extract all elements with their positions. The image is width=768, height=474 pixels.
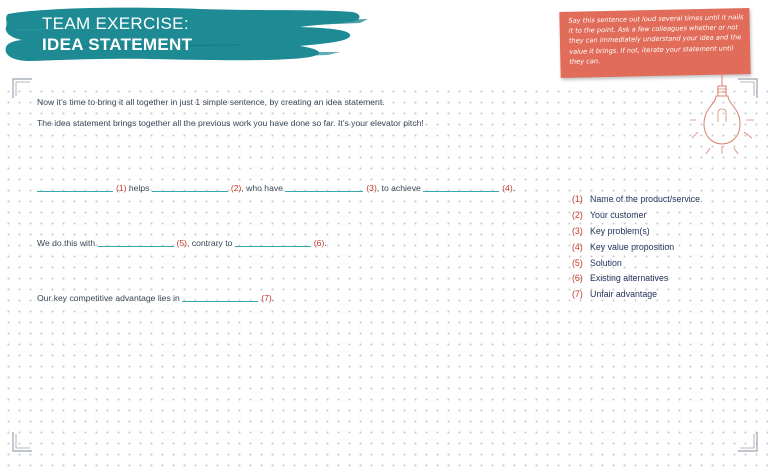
page-title: TEAM EXERCISE: IDEA STATEMENT <box>42 15 192 53</box>
sentence-text: helps <box>126 183 152 193</box>
legend-label: Key value proposition <box>590 241 675 252</box>
marker-4: (4) <box>502 183 513 193</box>
legend-number: (5) <box>572 257 583 268</box>
legend-label: Key problem(s) <box>590 225 650 236</box>
legend-number: (2) <box>572 209 583 220</box>
lightbulb-icon <box>690 74 754 155</box>
brush-stroke-banner <box>5 7 368 61</box>
blank-field-solution[interactable] <box>97 245 174 247</box>
marker-2: (2) <box>230 183 242 193</box>
sentence-text: . <box>512 183 516 193</box>
legend-label: Name of the product/service <box>590 194 701 204</box>
legend-item: (1) Name of the product/service <box>572 192 700 208</box>
marker-3: (3) <box>366 183 377 193</box>
frame-corner-bottom-left <box>12 432 32 452</box>
legend-number: (4) <box>572 241 583 252</box>
marker-5: (5) <box>176 238 188 248</box>
frame-corner-top-right <box>738 78 758 98</box>
blank-field-value-proposition[interactable] <box>423 190 500 192</box>
frame-corner-top-left <box>12 78 32 98</box>
legend-number: (1) <box>572 194 583 204</box>
legend-number: (7) <box>572 289 583 300</box>
tip-sticky-note: Say this sentence out loud several times… <box>559 8 751 78</box>
sentence-text: . <box>271 293 275 303</box>
blank-field-alternatives[interactable] <box>234 245 311 247</box>
title-line-2: IDEA STATEMENT <box>42 35 193 54</box>
legend-list: (1) Name of the product/service (2) Your c… <box>572 192 700 303</box>
marker-7: (7) <box>261 293 272 303</box>
legend-label: Existing alternatives <box>590 273 669 284</box>
sentence-line-3: Our key competitive advantage lies in (7… <box>37 293 274 303</box>
blank-field-problem[interactable] <box>285 190 364 192</box>
marker-6: (6) <box>313 238 325 248</box>
sentence-text: , who have <box>241 183 286 193</box>
blank-field-unfair-advantage[interactable] <box>182 300 259 302</box>
sentence-text: , contrary to <box>187 238 235 248</box>
legend-label: Unfair advantage <box>590 289 657 300</box>
legend-item: (3) Key problem(s) <box>572 224 700 240</box>
legend-item: (6) Existing alternatives <box>572 271 700 287</box>
legend-item: (7) Unfair advantage <box>572 287 700 303</box>
legend-item: (4) Key value proposition <box>572 240 700 256</box>
legend-item: (2) Your customer <box>572 208 700 224</box>
sentence-text: Our key competitive advantage lies in <box>37 293 183 303</box>
frame-corner-bottom-right <box>738 432 758 452</box>
sentence-text: We do this with <box>37 238 98 248</box>
blank-field-customer[interactable] <box>151 190 228 192</box>
legend-item: (5) Solution <box>572 256 700 272</box>
intro-line-1: Now it’s time to bring it all together i… <box>37 97 385 107</box>
sentence-line-1: (1) helps (2), who have (3), to achieve … <box>37 183 515 193</box>
legend-number: (3) <box>572 225 583 236</box>
sentence-text: . <box>324 238 327 248</box>
sentence-text: , to achieve <box>376 183 424 193</box>
legend-number: (6) <box>572 273 583 284</box>
marker-1: (1) <box>116 183 127 193</box>
legend-label: Solution <box>590 257 622 268</box>
sentence-line-2: We do this with (5), contrary to (6). <box>37 238 327 248</box>
title-line-1: TEAM EXERCISE: <box>42 14 189 33</box>
blank-field-product[interactable] <box>37 190 113 192</box>
legend-label: Your customer <box>590 209 647 220</box>
intro-line-2: The idea statement brings together all t… <box>37 118 424 128</box>
